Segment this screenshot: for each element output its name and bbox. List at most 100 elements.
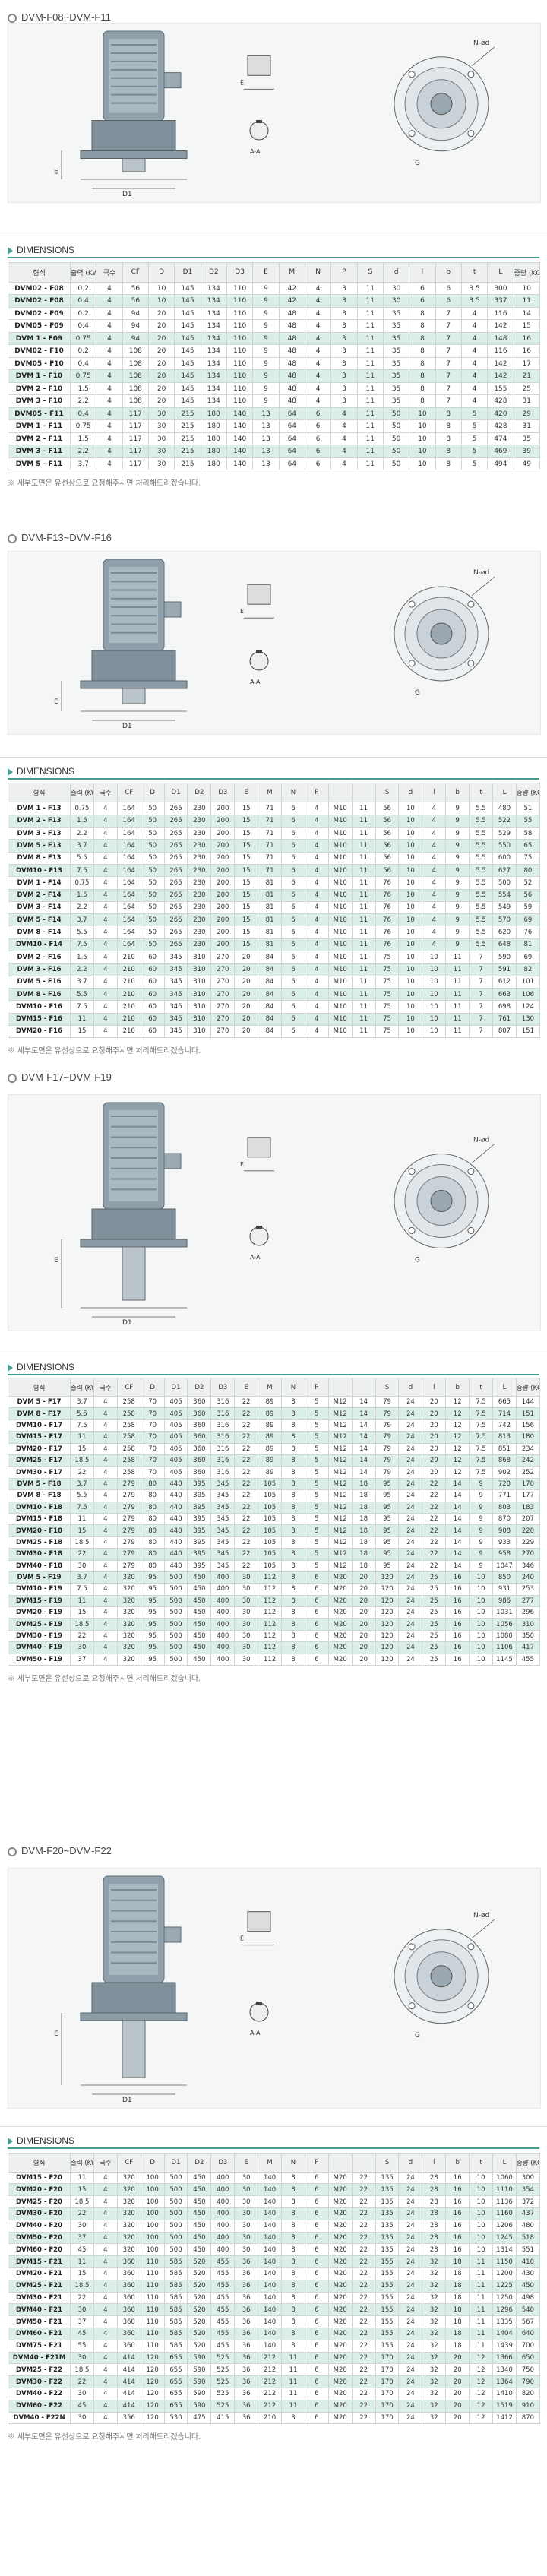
value-cell: 84	[258, 975, 283, 989]
footnote: ※ 세부도면은 유선상으로 요청해주시면 처리해드리겠습니다.	[8, 1675, 201, 1684]
technical-drawing: D1 E E A-A N-ød G	[8, 1868, 541, 2109]
value-cell: 11	[356, 432, 384, 446]
value-cell: M10	[327, 975, 353, 989]
value-cell: 106	[515, 987, 540, 1002]
value-cell: 140	[226, 457, 254, 471]
value-cell: 95	[375, 1548, 400, 1561]
column-header: D2	[200, 262, 227, 283]
value-cell: 84	[258, 1000, 283, 1014]
shaft-detail: E A-A	[240, 584, 274, 685]
value-cell: 22	[351, 2388, 376, 2400]
value-cell: 360	[116, 2255, 141, 2269]
value-cell: 36	[234, 2351, 259, 2365]
value-cell: M20	[327, 2411, 353, 2425]
value-cell: 4	[93, 1000, 118, 1014]
value-cell: 24	[398, 1442, 423, 1455]
value-cell: 20	[422, 1431, 447, 1444]
value-cell: 4	[460, 394, 489, 408]
value-cell: 35	[382, 331, 410, 346]
value-cell: 14	[445, 1524, 470, 1537]
value-cell: 400	[210, 1629, 236, 1643]
value-cell: 71	[258, 802, 283, 815]
value-cell: 400	[210, 1571, 236, 1584]
value-cell: 4	[304, 863, 329, 878]
value-cell: 10	[147, 294, 175, 308]
value-cell: 22	[351, 2183, 376, 2197]
value-cell: 316	[210, 1442, 236, 1455]
column-header: N	[304, 262, 332, 283]
value-cell: 4	[304, 1024, 329, 1039]
model-cell: DVM05 - F11	[8, 407, 71, 421]
value-cell: 6	[304, 2231, 329, 2245]
value-cell: 10	[469, 1641, 494, 1654]
value-cell: 108	[122, 394, 149, 408]
value-cell: 440	[163, 1477, 188, 1491]
value-cell: 16	[445, 2219, 470, 2233]
value-cell: 8	[435, 457, 462, 471]
value-cell: 11	[351, 913, 376, 927]
value-cell: 3	[330, 294, 358, 308]
value-cell: 11	[469, 2279, 494, 2293]
value-cell: 265	[163, 913, 188, 927]
value-cell: 135	[375, 2183, 400, 2197]
value-cell: 6	[281, 876, 305, 890]
value-cell: 22	[70, 2207, 94, 2220]
value-cell: 4	[93, 1466, 118, 1479]
value-cell: M12	[327, 1396, 353, 1409]
model-cell: DVM 2 - F14	[8, 888, 71, 902]
value-cell: 20	[234, 1000, 259, 1014]
svg-text:G: G	[415, 160, 420, 167]
value-cell: 5.5	[469, 913, 494, 927]
value-cell: 164	[116, 863, 141, 878]
value-cell: 20	[422, 1396, 447, 1409]
motor-body	[80, 1102, 188, 1301]
value-cell: 360	[116, 2267, 141, 2280]
value-cell: 60	[140, 987, 165, 1002]
model-cell: DVM 8 - F14	[8, 926, 71, 939]
value-cell: 84	[258, 987, 283, 1002]
value-cell: 11	[351, 888, 376, 902]
value-cell: 50	[140, 827, 165, 840]
value-cell: 25	[422, 1618, 447, 1631]
value-cell: 6	[435, 281, 462, 296]
value-cell: 4	[93, 1641, 118, 1654]
value-cell: 50	[140, 926, 165, 939]
value-cell: 95	[140, 1571, 165, 1584]
model-cell: DVM40 - F18	[8, 1559, 71, 1572]
value-cell: 120	[140, 2363, 165, 2377]
value-cell: 21	[513, 369, 540, 383]
value-cell: 48	[278, 319, 305, 333]
value-cell: 520	[187, 2267, 212, 2280]
value-cell: 48	[278, 344, 305, 358]
value-cell: 95	[375, 1501, 400, 1514]
value-cell: 22	[234, 1454, 259, 1467]
value-cell: 258	[116, 1442, 141, 1455]
model-cell: DVM20 - F16	[8, 1024, 71, 1039]
value-cell: 11	[351, 863, 376, 878]
value-cell: 4	[330, 445, 358, 458]
value-cell: 22	[422, 1548, 447, 1561]
section-title: DVM-F20~DVM-F22	[8, 1845, 112, 1856]
value-cell: 4	[93, 2328, 118, 2340]
value-cell: 30	[234, 1606, 259, 1619]
value-cell: 11	[469, 2267, 494, 2280]
column-header: CF	[116, 2153, 141, 2173]
value-cell: 8	[281, 1431, 305, 1444]
value-cell: 89	[258, 1431, 283, 1444]
value-cell: 455	[210, 2303, 236, 2317]
value-cell: 30	[234, 1571, 259, 1584]
value-cell: 6	[304, 2195, 329, 2209]
value-cell: 24	[398, 1396, 423, 1409]
value-cell: 108	[122, 344, 149, 358]
value-cell: 650	[515, 2351, 540, 2365]
value-cell: 11	[356, 407, 384, 421]
value-cell: 5	[304, 1454, 329, 1467]
value-cell: 11	[356, 331, 384, 346]
value-cell: 612	[492, 975, 517, 989]
value-cell: 12	[445, 1419, 470, 1432]
value-cell: 22	[70, 2375, 94, 2389]
